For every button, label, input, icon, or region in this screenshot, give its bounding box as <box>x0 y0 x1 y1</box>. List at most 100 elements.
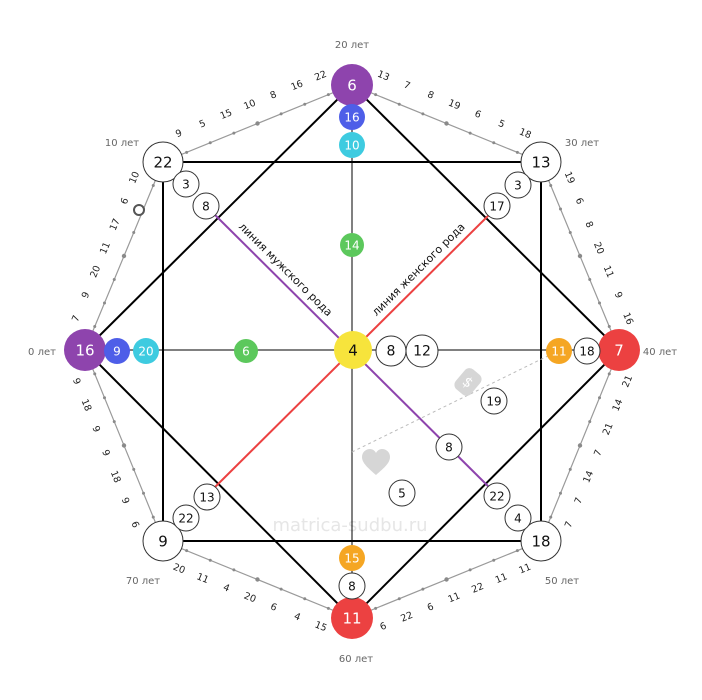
age-tick <box>374 606 378 610</box>
age-30: 30 лет <box>565 138 599 149</box>
node-left3: 20 <box>133 338 159 364</box>
age-tick <box>515 549 519 553</box>
age-tick <box>577 443 583 448</box>
node-br2: 4 <box>504 504 532 532</box>
node-left2: 9 <box>104 338 130 364</box>
age-tick <box>279 112 283 116</box>
node-value: 16 <box>344 111 359 125</box>
age-tick <box>255 121 260 126</box>
outer-number: 9 <box>99 448 111 458</box>
age-tick <box>151 184 155 187</box>
outer-number: 14 <box>581 469 596 484</box>
outer-number: 18 <box>517 127 532 142</box>
age-10: 10 лет <box>105 138 139 149</box>
outer-number: 14 <box>611 398 626 413</box>
node-value: 18 <box>531 533 550 551</box>
node-value: 3 <box>182 178 190 192</box>
age-tick <box>208 141 212 145</box>
outer-number: 8 <box>269 89 279 101</box>
age-tick <box>208 558 212 562</box>
outer-number: 19 <box>446 98 461 113</box>
node-value: 3 <box>514 179 522 193</box>
age-tick <box>559 207 562 211</box>
node-tl3: 8 <box>192 192 220 220</box>
node-br: 18 <box>520 520 562 562</box>
age-tick <box>103 396 106 400</box>
outer-number: 5 <box>198 118 208 130</box>
node-value: 20 <box>138 345 153 359</box>
node-right: 7 <box>598 329 640 371</box>
node-heart-val: 5 <box>388 479 416 507</box>
node-value: 19 <box>486 395 501 409</box>
node-value: 8 <box>445 441 453 455</box>
age-tick <box>112 420 116 424</box>
node-value: 12 <box>413 344 431 360</box>
outer-number: 16 <box>620 311 635 326</box>
age-tick <box>588 420 592 424</box>
age-70: 70 лет <box>126 576 160 587</box>
outer-number: 6 <box>119 196 131 206</box>
node-top3: 10 <box>339 132 365 158</box>
age-tick <box>588 278 592 281</box>
outer-number: 18 <box>79 398 94 413</box>
outer-year-numbers: 1378196518196820119162114217147711112211… <box>70 69 635 634</box>
node-value: 11 <box>342 610 361 628</box>
node-br3: 22 <box>483 482 511 510</box>
node-bottom: 11 <box>331 597 373 639</box>
heart-icon <box>362 449 390 475</box>
node-value: 16 <box>75 342 94 360</box>
outer-number: 7 <box>70 314 82 324</box>
outer-number: 21 <box>601 422 616 437</box>
outer-number: 20 <box>171 562 186 577</box>
node-value: 6 <box>347 77 357 95</box>
age-tick <box>279 587 283 591</box>
node-value: 18 <box>579 345 594 359</box>
age-tick <box>326 93 330 97</box>
age-tick <box>515 150 519 154</box>
node-bottom2: 8 <box>338 572 366 600</box>
node-value: 8 <box>202 200 210 214</box>
outer-number: 20 <box>88 264 103 279</box>
outer-number: 9 <box>70 377 82 387</box>
node-tr2: 3 <box>504 171 532 199</box>
outer-number: 22 <box>313 69 328 84</box>
age-tick <box>121 443 127 448</box>
age-tick <box>444 121 449 126</box>
age-tick <box>549 184 553 187</box>
outer-number: 19 <box>562 170 577 185</box>
node-tl2: 3 <box>172 170 200 198</box>
node-top-center: 14 <box>340 233 364 257</box>
node-value: 4 <box>514 512 522 526</box>
node-value: 11 <box>551 345 566 359</box>
outer-number: 15 <box>219 107 234 122</box>
node-value: 14 <box>344 239 359 253</box>
age-tick <box>421 112 425 116</box>
node-value: 13 <box>531 154 550 172</box>
age-tick <box>121 253 127 259</box>
age-tick <box>598 396 601 400</box>
node-left-center: 6 <box>234 339 258 363</box>
outer-number: 5 <box>497 118 507 130</box>
age-tick <box>232 568 236 572</box>
outer-number: 4 <box>221 582 231 594</box>
node-tr3: 17 <box>483 192 511 220</box>
outer-number: 6 <box>269 601 279 613</box>
age-tick <box>444 577 449 582</box>
node-value: 7 <box>614 342 624 360</box>
age-tick <box>607 325 611 328</box>
node-bl: 9 <box>142 520 184 562</box>
outer-number: 9 <box>174 128 184 140</box>
outer-number: 11 <box>494 571 509 586</box>
outer-number: 7 <box>573 496 585 506</box>
node-value: 9 <box>113 345 121 359</box>
node-bl3: 13 <box>193 483 221 511</box>
outer-number: 13 <box>376 69 391 84</box>
outer-number: 10 <box>242 98 257 113</box>
outer-number: 11 <box>98 241 113 256</box>
outer-number: 6 <box>426 601 436 613</box>
dollar-icon: $ <box>454 368 482 396</box>
node-value: 9 <box>158 533 168 551</box>
age-tick <box>303 102 307 106</box>
